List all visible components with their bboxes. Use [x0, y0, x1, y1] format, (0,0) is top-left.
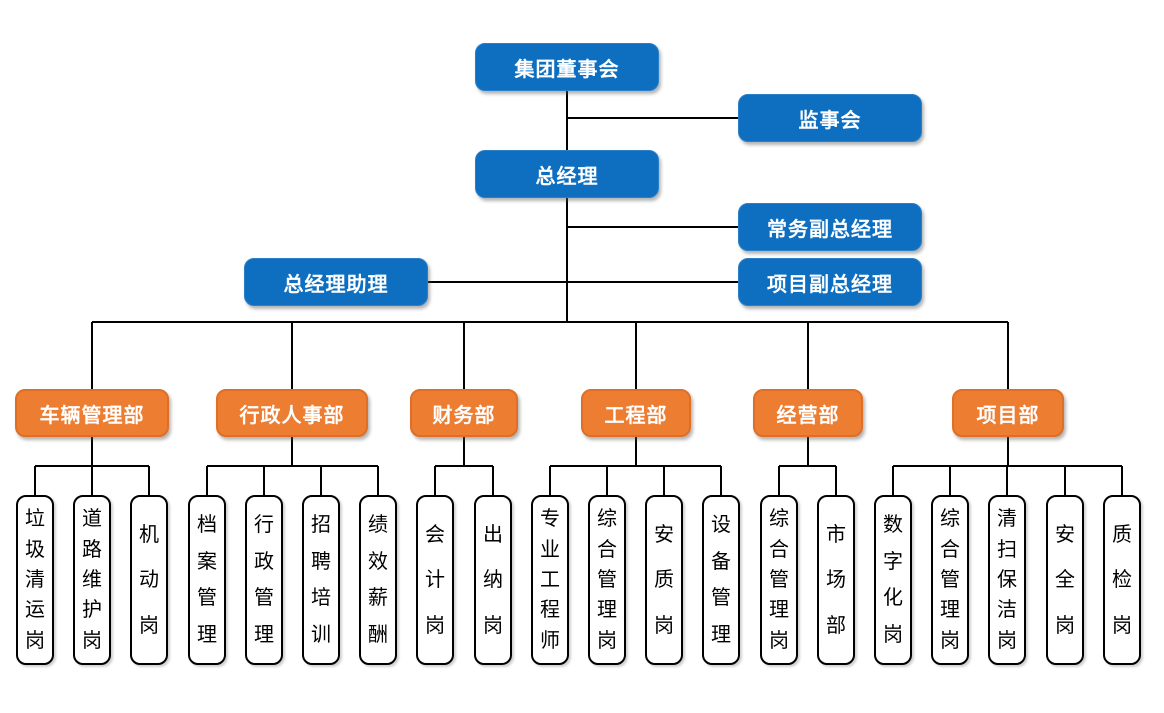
- position-box: 安全岗: [1046, 495, 1084, 665]
- position-box: 安质岗: [645, 495, 683, 665]
- node-exec-deputy-gm: 常务副总经理: [738, 203, 922, 251]
- dept-admin-hr: 行政人事部: [216, 389, 368, 437]
- node-gm-assistant: 总经理助理: [244, 258, 428, 306]
- position-box: 道路维护岗: [73, 495, 111, 665]
- position-box: 行政管理: [245, 495, 283, 665]
- position-box: 数字化岗: [874, 495, 912, 665]
- position-box: 综合管理岗: [588, 495, 626, 665]
- position-box: 机动岗: [130, 495, 168, 665]
- position-box: 招聘培训: [302, 495, 340, 665]
- node-supervisory-board: 监事会: [738, 94, 922, 142]
- node-group-board: 集团董事会: [475, 43, 659, 91]
- position-box: 综合管理岗: [760, 495, 798, 665]
- node-general-manager: 总经理: [475, 150, 659, 198]
- position-box: 综合管理岗: [931, 495, 969, 665]
- position-box: 档案管理: [188, 495, 226, 665]
- dept-engineering: 工程部: [581, 389, 691, 437]
- position-box: 清扫保洁岗: [988, 495, 1026, 665]
- position-box: 设备管理: [702, 495, 740, 665]
- position-box: 出纳岗: [474, 495, 512, 665]
- position-box: 绩效薪酬: [359, 495, 397, 665]
- dept-project: 项目部: [952, 389, 1064, 437]
- dept-vehicle-management: 车辆管理部: [15, 389, 169, 437]
- dept-operations: 经营部: [753, 389, 863, 437]
- position-box: 垃圾清运岗: [16, 495, 54, 665]
- node-project-deputy-gm: 项目副总经理: [738, 258, 922, 306]
- position-box: 会计岗: [416, 495, 454, 665]
- position-box: 质检岗: [1103, 495, 1141, 665]
- position-box: 专业工程师: [531, 495, 569, 665]
- dept-finance: 财务部: [410, 389, 518, 437]
- position-box: 市场部: [817, 495, 855, 665]
